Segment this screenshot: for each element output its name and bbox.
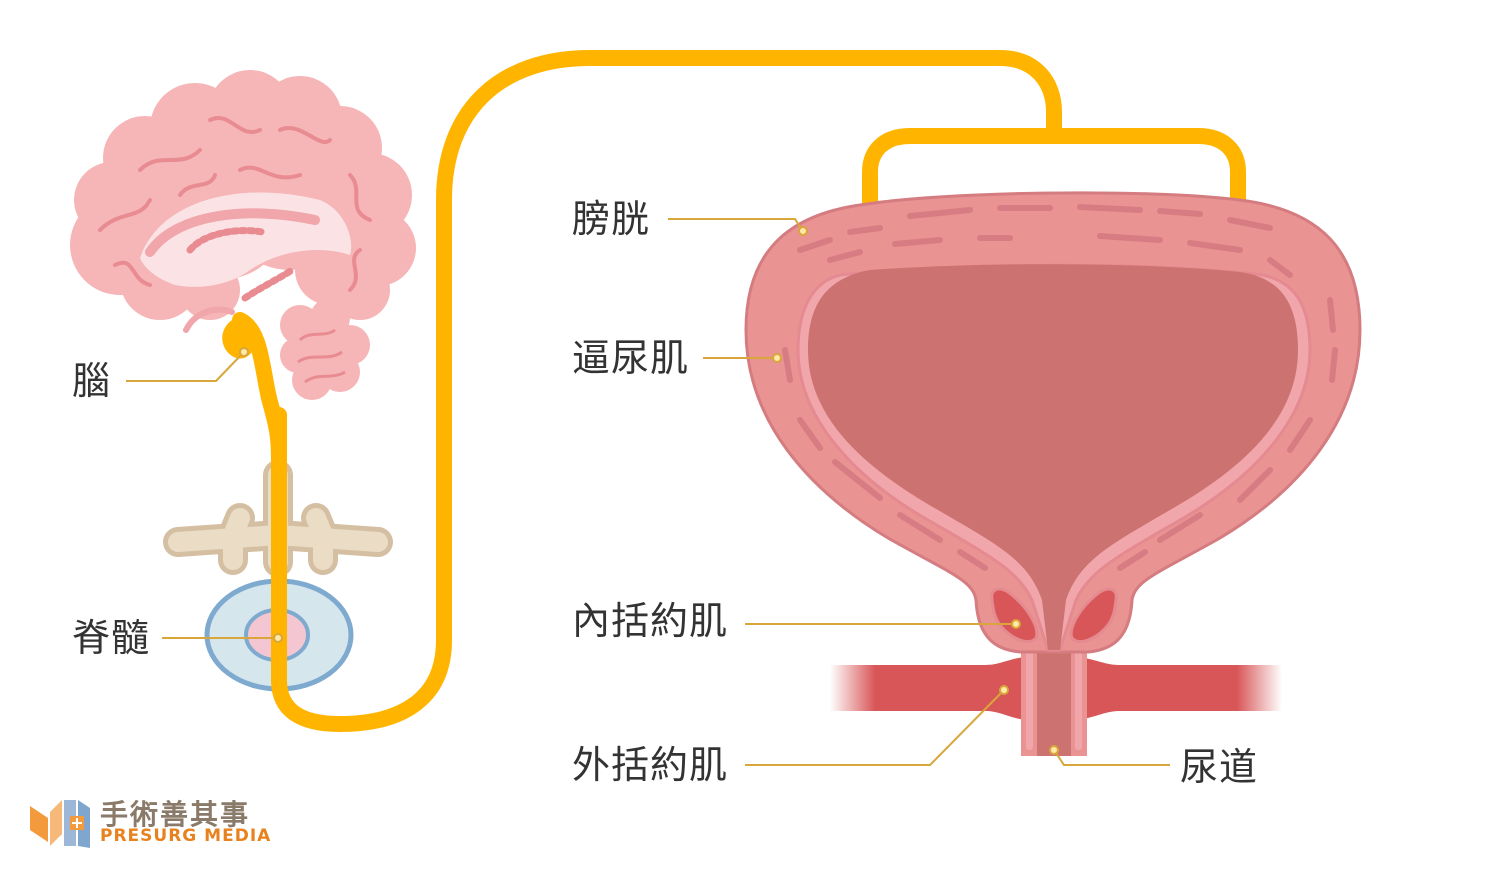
endpoint-bladder — [798, 226, 808, 236]
leader-line-bladder — [668, 218, 803, 231]
leader-endpoints — [239, 226, 1059, 755]
endpoint-detrusor — [772, 353, 782, 363]
logo-name-cn: 手術善其事 — [100, 798, 251, 831]
label-brain: 腦 — [72, 359, 112, 403]
logo-name-en: PRESURG MEDIA — [100, 826, 272, 846]
leader-line-brain — [126, 351, 245, 382]
leader-line-urethra — [1053, 749, 1170, 766]
label-external-sphincter: 外括約肌 — [572, 743, 729, 787]
brain-illustration — [70, 70, 416, 400]
label-internal-sphincter: 內括約肌 — [572, 599, 729, 643]
endpoint-external-sphincter — [999, 685, 1009, 695]
label-spinal-cord: 脊髓 — [72, 616, 151, 660]
label-bladder: 膀胱 — [572, 197, 651, 241]
endpoint-urethra — [1049, 745, 1059, 755]
leader-lines — [126, 218, 1170, 766]
presurg-logo-mark — [30, 800, 90, 848]
endpoint-brain — [239, 347, 249, 357]
bladder-illustration — [744, 191, 1362, 654]
label-urethra: 尿道 — [1180, 745, 1259, 789]
leader-line-external-sphincter — [745, 689, 1005, 766]
endpoint-spinal-cord — [273, 633, 283, 643]
label-detrusor: 逼尿肌 — [572, 336, 690, 380]
endpoint-internal-sphincter — [1011, 619, 1021, 629]
internal-sphincter-muscle — [990, 587, 1118, 643]
nerve-pathway — [222, 50, 1246, 732]
